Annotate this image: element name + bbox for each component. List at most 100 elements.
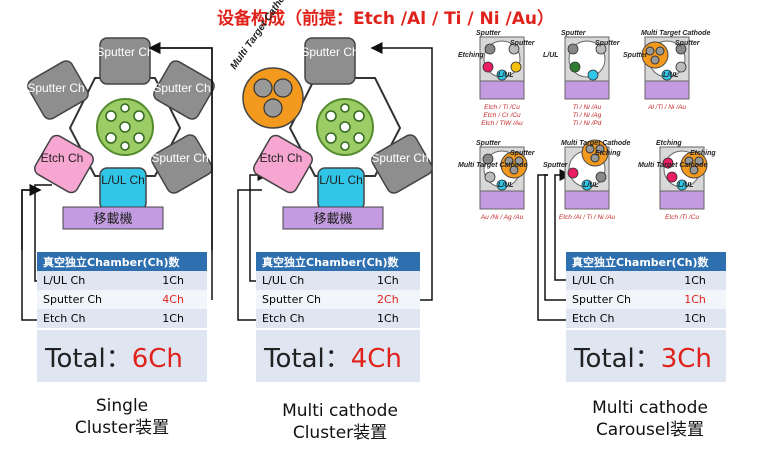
etch-label: Etch Ch xyxy=(41,151,84,165)
target-dot xyxy=(595,171,607,183)
target-dot xyxy=(581,179,593,191)
sputter-chamber-left xyxy=(27,60,89,120)
total-value: 3Ch xyxy=(660,344,712,374)
carousel-label: Sputter xyxy=(623,52,649,59)
carousel-label: L/UL xyxy=(498,182,514,189)
table-header: 真空独立Chamber(Ch)数 xyxy=(566,252,726,271)
carousel-label: Sputter xyxy=(595,40,621,47)
target-dot xyxy=(508,43,520,55)
transfer-robot xyxy=(62,206,164,230)
target-dot xyxy=(675,43,687,55)
target xyxy=(514,156,524,166)
material-label: Al /Ti / Ni /Au xyxy=(647,104,686,111)
target-dot xyxy=(675,61,687,73)
table-header: 真空独立Chamber(Ch)数 xyxy=(256,252,420,271)
sputter-right-low-label: Sputter Ch xyxy=(151,151,208,165)
material-label: Etch /Al / Ti / Ni /Au xyxy=(559,214,616,221)
etch-chamber xyxy=(34,134,94,194)
carousel-label: Multi Target Cathode xyxy=(458,162,527,169)
carousel-label: Sputter xyxy=(476,140,502,147)
target xyxy=(509,165,519,175)
caption-line: Cluster装置 xyxy=(292,423,388,443)
material-label: Etch /Ti /Cu xyxy=(665,214,699,221)
target xyxy=(590,153,600,163)
row-name: L/UL Ch xyxy=(256,271,372,290)
target-dot xyxy=(510,61,522,73)
row-name: L/UL Ch xyxy=(566,271,679,290)
carousel-base xyxy=(564,190,610,210)
multi-cluster-diagram: Sputter Ch Multi Target Cathode Sputter … xyxy=(228,0,433,230)
material-label: Etch / Ti /Cu xyxy=(484,104,520,111)
carousel-label: Sputter xyxy=(675,40,701,47)
sputter-top-label: Sputter Ch xyxy=(301,45,358,59)
carousel-label: L/UL xyxy=(583,182,599,189)
target-dot xyxy=(482,61,494,73)
carousel-label: L/UL xyxy=(498,72,514,79)
material-label: Etch / Cr /Cu xyxy=(483,112,521,119)
carousel-label: L/UL xyxy=(678,182,694,189)
sputter-right-low-label: Sputter Ch xyxy=(371,151,428,165)
target xyxy=(655,46,665,56)
row-name: Etch Ch xyxy=(37,309,157,328)
material-label: Ti / Ni /Ag xyxy=(573,112,602,119)
target xyxy=(645,46,655,56)
carousel-label: Sputter xyxy=(543,162,569,169)
carousel-base xyxy=(479,80,525,100)
material-label: Au /Ni / Ag /Au xyxy=(480,214,524,221)
target xyxy=(684,156,694,166)
carousel-unit: Multi Target CathodeEtchingSputterL/ULEt… xyxy=(543,139,630,221)
target xyxy=(694,156,704,166)
row-count: 1Ch xyxy=(371,309,420,328)
carousel-label: Etching xyxy=(458,52,484,59)
sputter-chamber-right-low xyxy=(151,134,213,194)
transfer-label: 移載機 xyxy=(93,211,132,226)
carousel-label: L/UL xyxy=(543,52,559,59)
total-value: 4Ch xyxy=(350,344,402,374)
target-dot xyxy=(482,153,494,165)
sputter-top-label: Sputter Ch xyxy=(96,45,153,59)
target-dot xyxy=(484,171,496,183)
target xyxy=(504,156,514,166)
carousel-label: L/UL xyxy=(663,72,679,79)
total-box-2: Total：4Ch xyxy=(256,330,420,382)
total-box-3: Total：3Ch xyxy=(566,330,726,382)
carousel-label: Multi Target Cathode xyxy=(561,140,630,147)
sputter-chamber-right xyxy=(153,60,215,120)
caption-line: Multi cathode xyxy=(282,401,398,421)
total-label: Total： xyxy=(574,344,661,374)
multi-target-cathode xyxy=(242,67,304,129)
target xyxy=(650,55,660,65)
row-count: 1Ch xyxy=(156,309,207,328)
sputter-right-label: Sputter Ch xyxy=(153,81,210,95)
sputter-chamber-top xyxy=(304,37,356,85)
carousel-base xyxy=(564,80,610,100)
row-name: Sputter Ch xyxy=(566,290,679,309)
row-count: 4Ch xyxy=(156,290,207,309)
lul-label: L/UL Ch xyxy=(101,173,145,187)
row-count: 1Ch xyxy=(156,271,207,290)
etch-chamber xyxy=(253,134,313,194)
row-count: 2Ch xyxy=(371,290,420,309)
carousel-base xyxy=(644,80,690,100)
target-dot xyxy=(595,43,607,55)
material-label: Ti / Ni /Pd xyxy=(573,120,602,127)
row-count: 1Ch xyxy=(678,309,726,328)
total-value: 6Ch xyxy=(131,344,183,374)
table-header: 真空独立Chamber(Ch)数 xyxy=(37,252,207,271)
carousel-label: Sputter xyxy=(510,150,536,157)
caption-line: Carousel装置 xyxy=(595,420,705,440)
transfer-robot xyxy=(282,206,384,230)
row-count: 1Ch xyxy=(371,271,420,290)
carousel-label: Etching xyxy=(690,150,716,157)
target-dot xyxy=(484,43,496,55)
